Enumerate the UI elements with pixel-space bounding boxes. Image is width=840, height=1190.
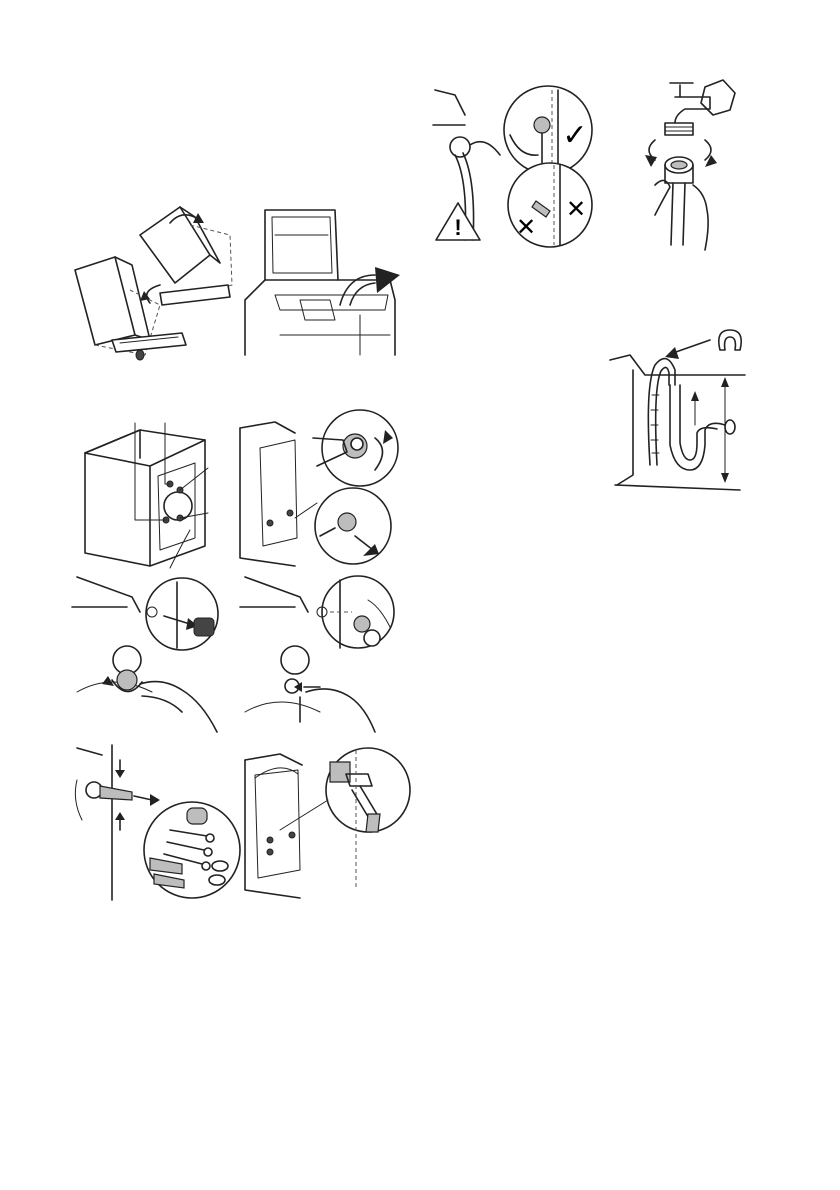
figure-remove-bolt-assembly <box>72 740 242 902</box>
figure-cut-hook <box>240 740 410 902</box>
figure-pull-spacer <box>72 572 237 737</box>
figure-insert-caps <box>240 572 405 737</box>
figure-inlet-hose-orientation: ! ✓ ✕ ✕ <box>430 85 600 245</box>
incorrect-x-icon: ✕ <box>566 195 586 223</box>
warning-icon: ! <box>454 215 461 240</box>
correct-check-icon: ✓ <box>562 118 587 153</box>
figure-tap-connection <box>635 75 740 250</box>
figure-unscrew-bolts <box>235 408 405 568</box>
figure-remove-packaging <box>70 195 240 365</box>
incorrect-x-icon: ✕ <box>516 213 536 241</box>
figure-drain-hose-height <box>605 325 745 490</box>
figure-rear-transit-bolts <box>80 418 210 568</box>
figure-open-lid <box>240 205 405 365</box>
